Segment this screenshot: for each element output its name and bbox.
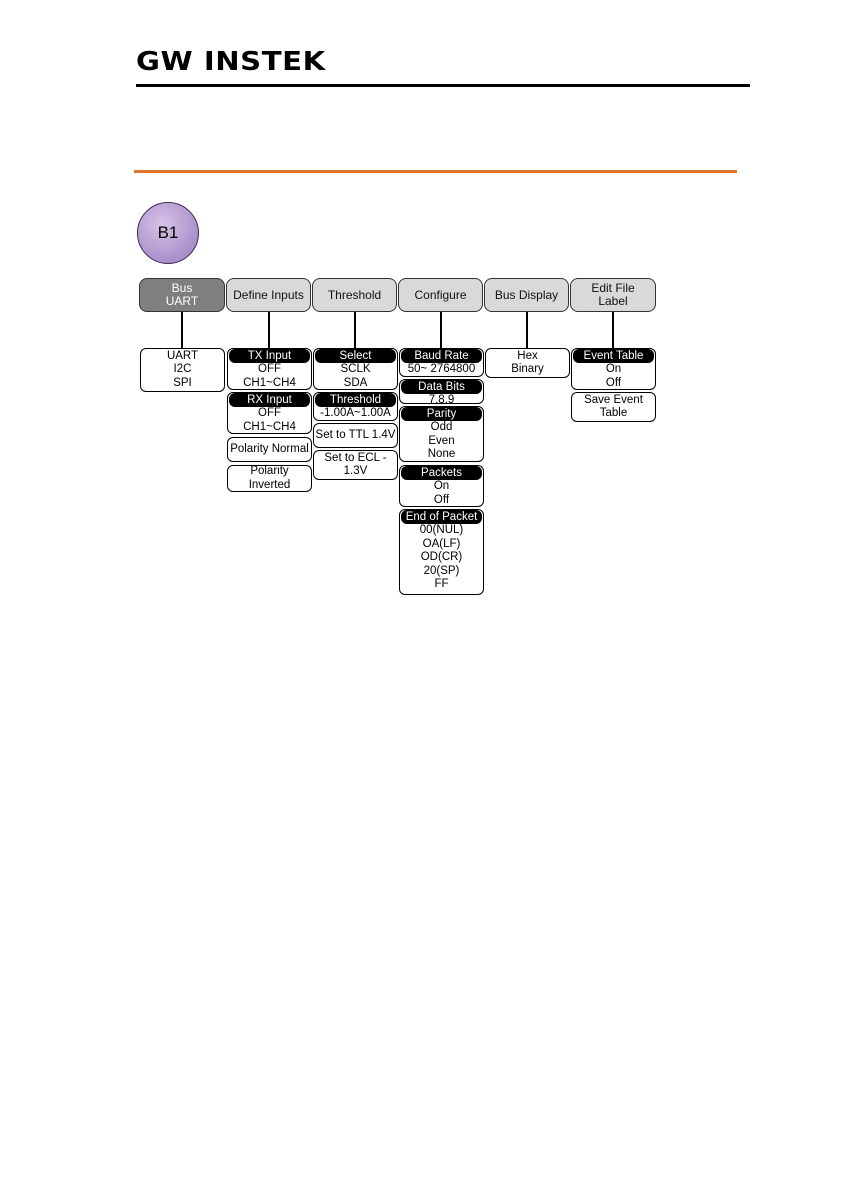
menu-option[interactable]: CH1~CH4	[243, 376, 296, 389]
menu-option[interactable]: I2C	[173, 363, 192, 376]
softkey-label: Threshold	[327, 287, 382, 302]
connector-line	[268, 312, 270, 348]
menu-option[interactable]: Even	[428, 434, 455, 447]
set-ttl-option[interactable]: Set to TTL 1.4V	[313, 423, 398, 448]
softkey-threshold[interactable]: Threshold	[312, 278, 397, 312]
polarity-normal-option[interactable]: Polarity Normal	[227, 437, 312, 462]
menu-option[interactable]: Binary	[511, 363, 544, 375]
softkey-label: Configure	[414, 287, 467, 302]
menu-header: Threshold	[315, 393, 396, 407]
menu-option[interactable]: SCLK	[340, 363, 371, 375]
menu-option[interactable]: 50~ 2764800	[407, 363, 476, 375]
menu-option[interactable]: OFF	[258, 363, 281, 375]
save-event-table-option[interactable]: Save Event Table	[571, 392, 656, 422]
header-rule	[136, 84, 750, 87]
menu-option-label: 1.3V	[343, 465, 368, 477]
gw-instek-logo: GW INSTEK	[136, 47, 326, 77]
menu-option[interactable]: 7,8,9	[428, 394, 455, 404]
softkey-label: Define Inputs	[233, 287, 304, 302]
softkey-label: Bus Display	[494, 287, 559, 302]
menu-option[interactable]: CH1~CH4	[243, 420, 296, 433]
menu-header: TX Input	[229, 349, 310, 363]
menu-option[interactable]: SPI	[173, 376, 192, 389]
menu-option[interactable]: OD(CR)	[420, 551, 463, 563]
menu-option[interactable]: Off	[605, 376, 622, 389]
menu-option[interactable]: 00(NUL)	[419, 524, 464, 536]
set-ecl-option[interactable]: Set to ECL - 1.3V	[313, 450, 398, 480]
event-table-menu: Event Table On Off	[571, 348, 656, 390]
softkey-define-inputs[interactable]: Define Inputs	[226, 278, 311, 312]
softkey-sublabel: UART	[165, 294, 199, 308]
packets-menu: Packets On Off	[399, 465, 484, 507]
menu-header: Parity	[401, 407, 482, 421]
menu-option-label: Polarity Normal	[230, 442, 309, 455]
badge-label: B1	[157, 223, 179, 242]
menu-option[interactable]: OA(LF)	[422, 537, 461, 550]
menu-option-label: Table	[599, 407, 628, 419]
threshold-value-menu: Threshold -1.00A~1.00A	[313, 392, 398, 421]
end-of-packet-menu: End of Packet 00(NUL) OA(LF) OD(CR) 20(S…	[399, 509, 484, 595]
menu-option[interactable]: FF	[434, 578, 449, 590]
polarity-inverted-option[interactable]: Polarity Inverted	[227, 465, 312, 492]
menu-option-label: Set to TTL 1.4V	[315, 428, 396, 441]
softkey-configure[interactable]: Configure	[398, 278, 483, 312]
menu-header: RX Input	[229, 393, 310, 407]
menu-option-label: Save Event	[584, 393, 643, 406]
connector-line	[526, 312, 528, 348]
menu-option-label: Polarity Inverted	[248, 465, 291, 491]
menu-option[interactable]: Off	[433, 493, 450, 506]
softkey-label: Bus	[171, 281, 193, 295]
menu-header: Data Bits	[401, 380, 482, 394]
menu-option[interactable]: Hex	[517, 349, 538, 362]
parity-menu: Parity Odd Even None	[399, 406, 484, 462]
menu-option[interactable]: On	[605, 363, 622, 375]
section-rule	[134, 170, 737, 173]
menu-option[interactable]: 20(SP)	[423, 564, 460, 577]
menu-header: Event Table	[573, 349, 654, 363]
connector-line	[612, 312, 614, 348]
menu-header: End of Packet	[401, 510, 482, 524]
menu-option-label: Set to ECL -	[324, 451, 387, 464]
menu-header: Baud Rate	[401, 349, 482, 363]
softkey-edit-file-label[interactable]: Edit File Label	[570, 278, 656, 312]
menu-option[interactable]: UART	[166, 349, 199, 362]
menu-option[interactable]: None	[427, 448, 456, 460]
rx-input-menu: RX Input OFF CH1~CH4	[227, 392, 312, 434]
softkey-sublabel: Label	[598, 294, 628, 308]
menu-header: Select	[315, 349, 396, 363]
section-badge: B1	[137, 202, 199, 264]
menu-option[interactable]: OFF	[258, 407, 281, 419]
menu-option[interactable]: -1.00A~1.00A	[320, 407, 391, 419]
menu-option[interactable]: SDA	[343, 376, 368, 389]
menu-option[interactable]: Odd	[430, 421, 453, 433]
bus-type-menu: UART I2C SPI	[140, 348, 225, 392]
connector-line	[440, 312, 442, 348]
baud-rate-menu: Baud Rate 50~ 2764800	[399, 348, 484, 377]
bus-display-menu: Hex Binary	[485, 348, 570, 378]
tx-input-menu: TX Input OFF CH1~CH4	[227, 348, 312, 390]
threshold-select-menu: Select SCLK SDA	[313, 348, 398, 390]
softkey-bus[interactable]: Bus UART	[139, 278, 225, 312]
menu-header: Packets	[401, 466, 482, 480]
connector-line	[181, 312, 183, 348]
softkey-label: Edit File	[591, 281, 635, 295]
data-bits-menu: Data Bits 7,8,9	[399, 379, 484, 404]
menu-option[interactable]: On	[433, 480, 450, 492]
connector-line	[354, 312, 356, 348]
softkey-bus-display[interactable]: Bus Display	[484, 278, 569, 312]
